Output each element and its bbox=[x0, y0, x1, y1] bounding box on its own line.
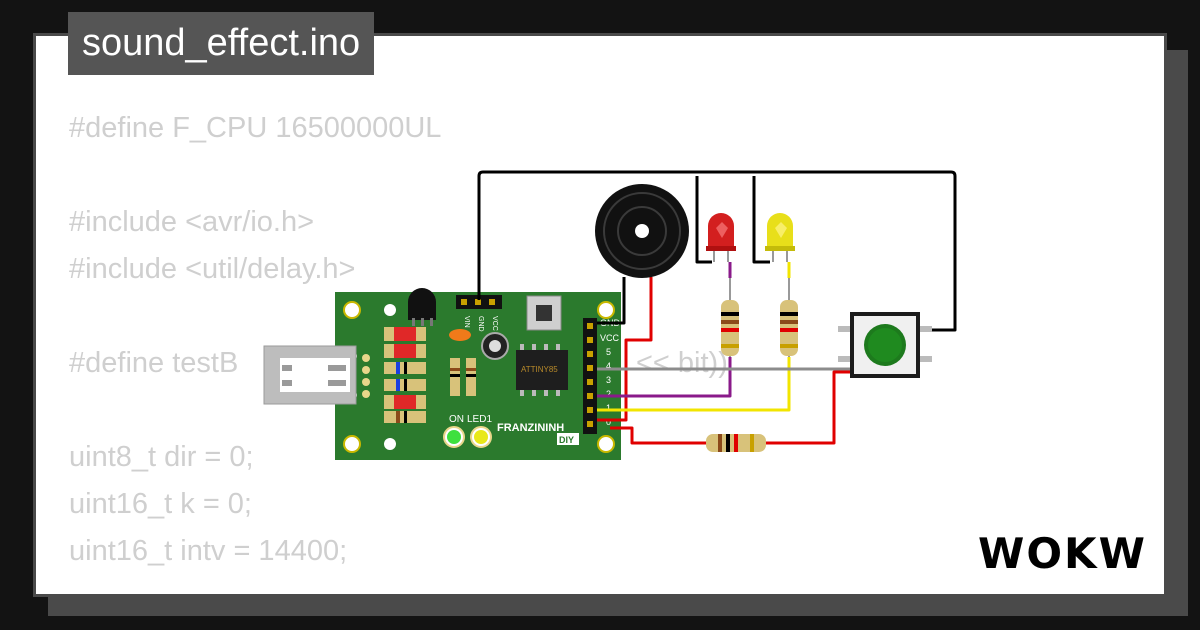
led1-label: LED1 bbox=[467, 414, 492, 425]
resistor-band bbox=[466, 374, 476, 377]
diode-body bbox=[394, 327, 416, 341]
pin bbox=[461, 299, 467, 305]
wokwi-logo: WOKWi bbox=[978, 529, 1148, 578]
resistor-led-red[interactable] bbox=[721, 278, 739, 357]
usb-pad bbox=[328, 380, 346, 386]
code-line: #define testB bbox=[69, 347, 239, 379]
wires bbox=[477, 170, 957, 445]
usb-pad bbox=[282, 380, 292, 386]
diy-badge bbox=[557, 433, 579, 445]
pushbutton[interactable] bbox=[838, 312, 932, 378]
chip-label: ATTINY85 bbox=[521, 365, 558, 374]
usb-inner bbox=[280, 358, 350, 392]
mounting-hole bbox=[343, 435, 361, 453]
resistor-band bbox=[404, 411, 407, 423]
file-title[interactable]: sound_effect.ino bbox=[68, 12, 375, 75]
wire-gnd[interactable] bbox=[477, 170, 957, 332]
pin bbox=[489, 299, 495, 305]
code-line: uint16_t intv = 14400; bbox=[69, 535, 348, 567]
code-fragment: << bit)) bbox=[636, 347, 728, 379]
resistor-band bbox=[396, 362, 400, 374]
pad bbox=[362, 378, 370, 386]
wire-button-signal[interactable] bbox=[766, 370, 850, 445]
pin-label-gnd: GND bbox=[477, 316, 484, 332]
wokwi-logo-text: WOKWi bbox=[978, 529, 1148, 578]
wire-gnd-buzzer[interactable] bbox=[597, 277, 626, 325]
resistor-band bbox=[450, 374, 460, 377]
resistor-band bbox=[404, 379, 407, 391]
on-label: ON bbox=[449, 414, 464, 425]
wire-led-yellow-signal[interactable] bbox=[597, 357, 791, 412]
reset-button[interactable] bbox=[526, 295, 562, 331]
mounting-hole bbox=[597, 301, 615, 319]
led-yellow[interactable] bbox=[765, 213, 795, 262]
led-red[interactable] bbox=[706, 213, 736, 262]
pad bbox=[362, 390, 370, 398]
header-label-3: 3 bbox=[606, 375, 611, 385]
code-line: uint16_t k = 0; bbox=[69, 488, 252, 520]
attiny85-chip[interactable]: ATTINY85 bbox=[516, 344, 568, 396]
header-label-2: 2 bbox=[606, 389, 611, 399]
capacitor bbox=[449, 329, 471, 341]
capacitor-top bbox=[489, 340, 501, 352]
resistor-band bbox=[404, 362, 407, 374]
header-label-5: 5 bbox=[606, 347, 611, 357]
code-line: uint8_t dir = 0; bbox=[69, 441, 254, 473]
wire-gnd-led-red[interactable] bbox=[695, 176, 712, 264]
resistor-band bbox=[450, 368, 460, 371]
diode-body bbox=[394, 395, 416, 409]
buzzer[interactable] bbox=[595, 184, 689, 278]
board-via bbox=[384, 438, 396, 450]
wire-gnd-led-yellow[interactable] bbox=[752, 176, 770, 264]
usb-pad bbox=[328, 365, 346, 371]
wire-button-pullup[interactable] bbox=[610, 426, 706, 445]
board-brand-suffix: DIY bbox=[559, 435, 574, 445]
board-via bbox=[384, 304, 396, 316]
diode-body bbox=[394, 344, 416, 358]
resistor-band bbox=[396, 411, 400, 423]
mounting-hole bbox=[343, 301, 361, 319]
code-line: #include <avr/io.h> bbox=[69, 206, 315, 238]
header-label-0: 0 bbox=[606, 417, 611, 427]
pin-label-vcc: VCC bbox=[491, 316, 498, 331]
wire-buzzer-signal[interactable] bbox=[597, 277, 653, 422]
voltage-regulator bbox=[408, 288, 436, 326]
pin bbox=[475, 299, 481, 305]
header-label-4: 4 bbox=[606, 361, 611, 371]
resistor-pullup[interactable] bbox=[706, 434, 766, 452]
on-led bbox=[447, 430, 461, 444]
pin-label-vin: VIN bbox=[463, 316, 470, 328]
header-label-1: 1 bbox=[606, 403, 611, 413]
right-pin-header bbox=[583, 318, 597, 434]
mounting-hole bbox=[597, 435, 615, 453]
resistor-led-yellow[interactable] bbox=[780, 278, 798, 357]
resistor-band bbox=[466, 368, 476, 371]
code-line: #define F_CPU 16500000UL bbox=[69, 112, 442, 144]
code-line: #include <util/delay.h> bbox=[69, 253, 356, 285]
pad bbox=[362, 366, 370, 374]
header-label-vcc: VCC bbox=[600, 333, 620, 343]
usb-pad bbox=[282, 365, 292, 371]
franzininho-board[interactable]: VIN GND VCC ATTINY85 bbox=[263, 288, 621, 460]
board-brand: FRANZININH bbox=[497, 422, 564, 434]
led1-indicator bbox=[474, 430, 488, 444]
usb-connector[interactable] bbox=[263, 345, 357, 405]
pad bbox=[362, 354, 370, 362]
resistor-band bbox=[396, 379, 400, 391]
